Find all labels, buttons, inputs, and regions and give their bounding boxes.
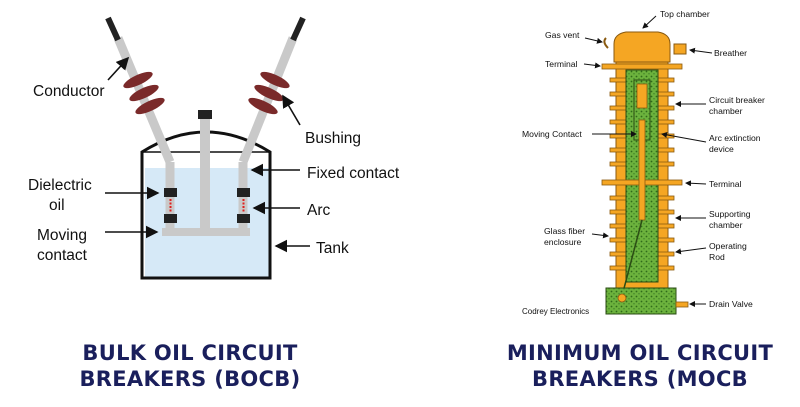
mocb-caption-line-1: MINIMUM OIL CIRCUIT (506, 341, 774, 365)
label-gas-vent: Gas vent (545, 30, 580, 40)
base-chamber (605, 287, 677, 315)
right-moving-contact (237, 214, 250, 223)
label-supporting-1: Supporting (709, 209, 751, 219)
left-fixed-contact (164, 188, 177, 197)
bocb-caption: BULK OIL CIRCUIT BREAKERS (BOCB) (40, 340, 340, 392)
label-moving-contact-2: contact (37, 247, 88, 264)
glass-leader (591, 232, 609, 239)
bushing-leader (282, 94, 301, 126)
label-fixed-contact: Fixed contact (307, 165, 400, 182)
top-chamber-leader (642, 15, 657, 29)
center-rod-cap (198, 110, 212, 119)
label-supporting-2: chamber (709, 220, 743, 230)
conductor-leader (107, 56, 130, 81)
moving-contact-rod (638, 119, 646, 221)
label-arc: Arc (307, 202, 331, 219)
label-tank: Tank (316, 240, 349, 257)
label-dielectric-oil-1: Dielectric (28, 177, 92, 194)
terminal-mid-leader (685, 180, 707, 187)
label-drain-valve: Drain Valve (709, 299, 753, 309)
label-conductor: Conductor (33, 83, 105, 100)
terminal-top-leader (583, 62, 601, 69)
breather-leader (689, 47, 713, 54)
center-rod (200, 118, 210, 230)
top-chamber (613, 31, 671, 63)
label-glass-1: Glass fiber (544, 226, 585, 236)
label-cb-chamber-2: chamber (709, 106, 743, 116)
label-operating-1: Operating (709, 241, 747, 251)
label-moving-contact-1: Moving (37, 227, 87, 244)
right-fixed-contact (237, 188, 250, 197)
watermark: Codrey Electronics (522, 307, 589, 316)
bocb-caption-line-1: BULK OIL CIRCUIT (82, 341, 298, 365)
left-moving-contact (164, 214, 177, 223)
arc-ext-leader (661, 131, 707, 143)
label-terminal-top: Terminal (545, 59, 578, 69)
mocb-diagram: Top chamber Gas vent Breather Terminal C… (522, 9, 765, 316)
operating-leader (675, 247, 707, 255)
label-glass-2: enclosure (544, 237, 581, 247)
label-bushing: Bushing (305, 130, 361, 147)
label-terminal-mid: Terminal (709, 179, 742, 189)
label-cb-chamber-1: Circuit breaker (709, 95, 765, 105)
gas-vent (603, 37, 609, 49)
label-top-chamber: Top chamber (660, 9, 710, 19)
terminal-top (601, 63, 683, 70)
right-conductor-tip (290, 16, 306, 42)
right-conductor-rod-upper (238, 36, 298, 164)
bocb-diagram: Conductor Bushing Fixed contact Dielectr… (28, 16, 400, 280)
label-arc-ext-2: device (709, 144, 734, 154)
operating-rod (621, 219, 643, 297)
moving-contact-bar (162, 228, 250, 236)
drain-valve (675, 301, 689, 308)
label-moving-contact: Moving Contact (522, 129, 582, 139)
label-operating-2: Rod (709, 252, 725, 262)
left-bushing (123, 71, 165, 115)
operating-lever (617, 293, 627, 303)
label-breather: Breather (714, 48, 747, 58)
fixed-contact-upper (636, 83, 648, 109)
mocb-caption-line-2: BREAKERS (MOCB (532, 367, 748, 391)
right-bushing (248, 71, 290, 115)
breather (673, 43, 687, 55)
gas-vent-leader (584, 37, 603, 44)
label-dielectric-oil-2: oil (49, 197, 65, 214)
bocb-caption-line-2: BREAKERS (BOCB) (79, 367, 301, 391)
left-conductor-tip (105, 16, 121, 42)
mocb-caption: MINIMUM OIL CIRCUIT BREAKERS (MOCB (490, 340, 790, 392)
label-arc-ext-1: Arc extinction (709, 133, 761, 143)
